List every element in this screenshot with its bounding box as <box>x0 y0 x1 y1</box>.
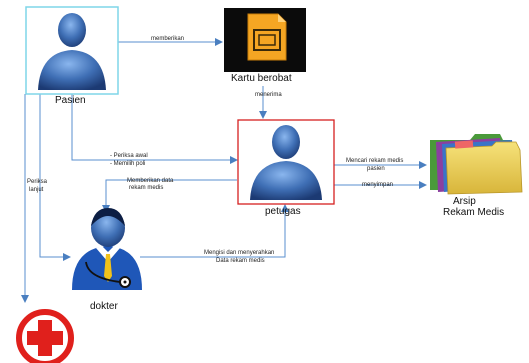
edge-label-mencari-line1: Mencari rekam medis <box>346 158 404 164</box>
arsip-folder-icon <box>430 134 523 195</box>
petugas-label: petugas <box>265 206 301 217</box>
arrow-pasien-to-dokter <box>39 94 71 261</box>
edge-label-memberikan: memberikan <box>151 36 185 42</box>
edge-label-menerima: menerima <box>255 92 282 98</box>
pasien-label: Pasien <box>55 95 86 106</box>
edge-label-periksa-awal: - Periksa awal <box>110 153 148 159</box>
edge-label-periksa-lanjut-line2: lanjut <box>29 187 44 193</box>
pasien-person-icon <box>38 13 106 90</box>
edge-label-menyimpan: menyimpan <box>362 182 394 188</box>
dokter-icon <box>72 208 142 290</box>
edge-label-mencari-line2: pasien <box>367 166 385 172</box>
edge-label-mengisi-line2: Data rekam medis <box>216 258 265 264</box>
petugas-person-icon <box>250 125 322 200</box>
edge-label-memberikan-data-line1: Memberikan data <box>127 178 174 184</box>
arrow-petugas-to-dokter <box>102 179 237 213</box>
arsip-label-line1: Arsip <box>453 196 476 207</box>
arrow-pasien-to-petugas <box>71 94 238 164</box>
arrow-dokter-to-petugas <box>140 204 289 258</box>
edge-label-mengisi-line1: Mengisi dan menyerahkan <box>204 250 275 256</box>
dokter-label: dokter <box>90 301 118 312</box>
edge-label-memberikan-data-line2: rekam medis <box>129 185 164 191</box>
red-cross-icon <box>16 309 74 363</box>
arsip-label-line2: Rekam Medis <box>443 207 505 218</box>
kartu-berobat-label: Kartu berobat <box>231 73 292 84</box>
edge-label-memilih-poli: - Memilih poli <box>110 161 146 167</box>
kartu-berobat-icon <box>224 8 306 72</box>
edge-label-periksa-lanjut-line1: Periksa <box>27 179 48 185</box>
